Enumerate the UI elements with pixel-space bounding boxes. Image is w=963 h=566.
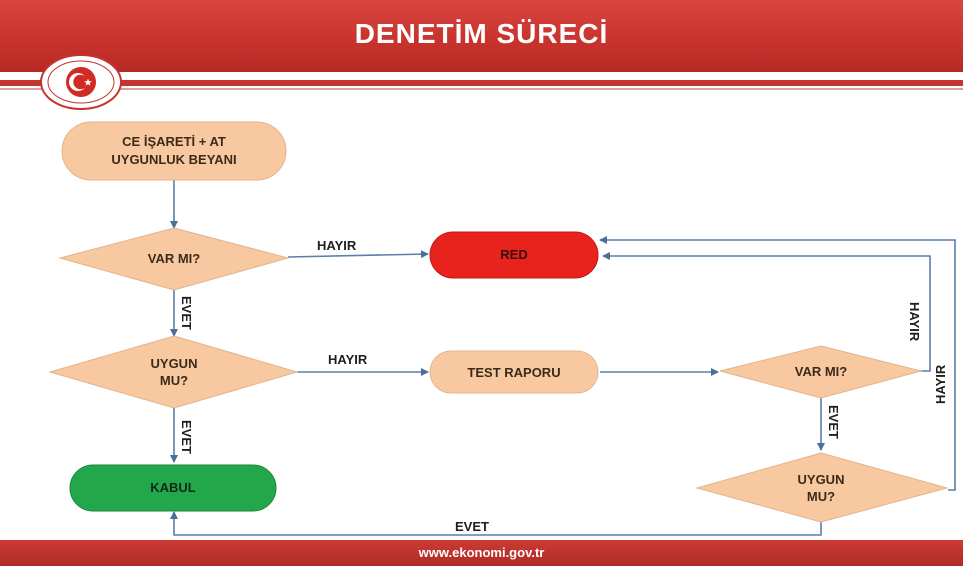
edge-varmi1-to-red: [287, 250, 429, 259]
footer-url: www.ekonomi.gov.tr: [418, 545, 545, 560]
footer-bar: www.ekonomi.gov.tr: [0, 540, 963, 566]
node-varmi-2: [719, 345, 923, 399]
node-uygun-2-line1: UYGUN: [798, 472, 845, 487]
node-uygun-1-line1: UYGUN: [151, 356, 198, 371]
node-red-label: RED: [500, 247, 527, 262]
node-test-raporu: [429, 350, 599, 394]
edge-label-uygun2-red: HAYIR: [933, 364, 948, 404]
ministry-seal-logo: [40, 54, 122, 110]
edge-varmi2-to-red: [602, 252, 931, 372]
node-kabul-label: KABUL: [150, 480, 196, 495]
edge-label-varmi1-red: HAYIR: [317, 238, 357, 253]
node-uygun-2: [695, 452, 949, 523]
edge-label-varmi2-uygun2: EVET: [826, 405, 841, 439]
edge-label-varmi1-uygun1: EVET: [179, 296, 194, 330]
node-kabul: [69, 464, 277, 512]
node-red: [429, 231, 599, 279]
edge-label-uygun1-kabul: EVET: [179, 420, 194, 454]
node-test-raporu-label: TEST RAPORU: [467, 365, 560, 380]
flowchart: HAYIR EVET HAYIR EVET HAYIR EVET HAYIR E…: [48, 121, 956, 536]
edge-uygun2-to-red: [599, 236, 956, 491]
node-varmi-1-label: VAR MI?: [148, 251, 201, 266]
node-uygun-1-line2: MU?: [160, 373, 188, 388]
header-bar: DENETİM SÜRECİ: [0, 0, 963, 72]
node-ce-line2: UYGUNLUK BEYANI: [111, 152, 236, 167]
node-ce-isareti: [61, 121, 287, 181]
node-varmi-1: [58, 227, 290, 291]
header-rule-thin: [0, 88, 963, 90]
page-title: DENETİM SÜRECİ: [354, 18, 609, 49]
edge-uygun2-to-kabul: [170, 511, 822, 536]
node-varmi-2-label: VAR MI?: [795, 364, 848, 379]
header-rule: [0, 80, 963, 86]
node-uygun-2-line2: MU?: [807, 489, 835, 504]
node-ce-line1: CE İŞARETİ + AT: [122, 134, 226, 149]
node-uygun-1: [48, 335, 299, 409]
edge-label-varmi2-red: HAYIR: [907, 302, 922, 342]
edge-label-uygun1-test: HAYIR: [328, 352, 368, 367]
edge-label-uygun2-kabul: EVET: [455, 519, 489, 534]
